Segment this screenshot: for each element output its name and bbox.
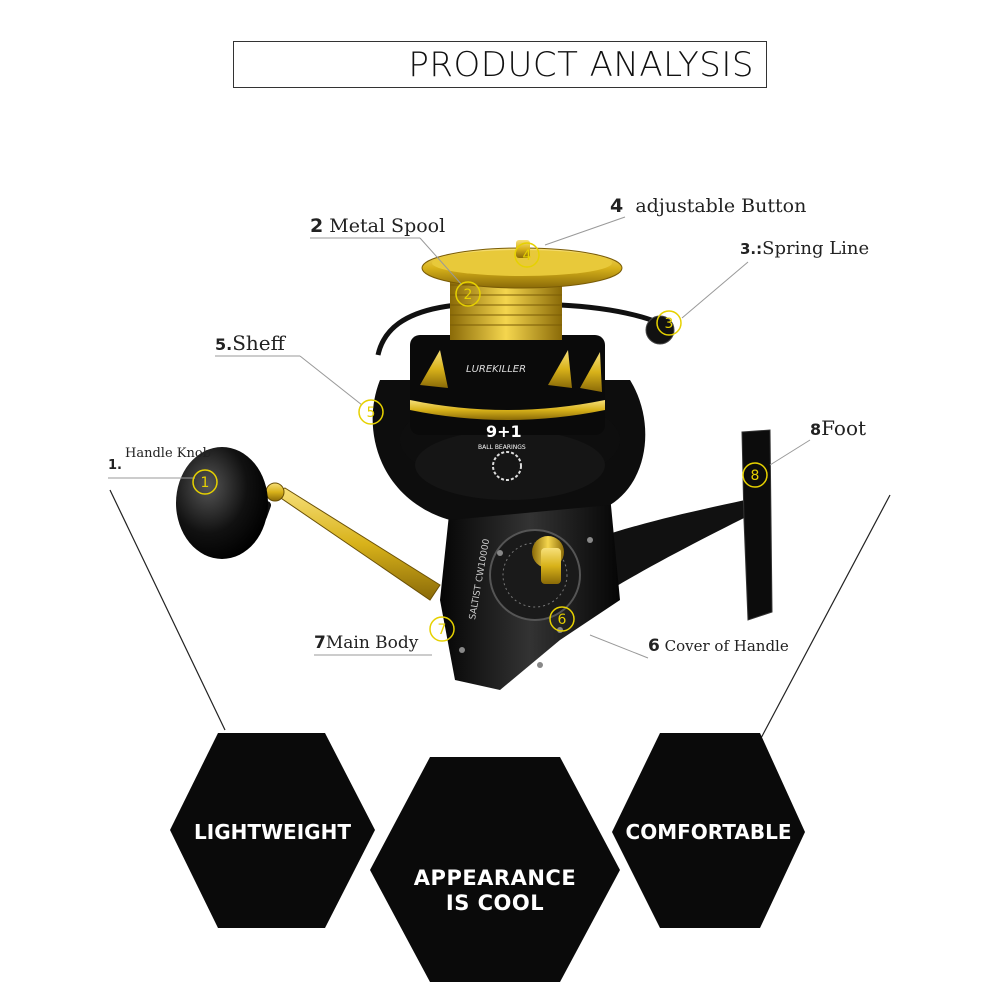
callout-metal-spool-text: Metal Spool bbox=[329, 215, 446, 237]
callout-sheff: 5.Sheff bbox=[215, 331, 285, 355]
marker-4-label: 4 bbox=[523, 248, 532, 264]
callout-adjustable-button-num: 4 bbox=[610, 195, 624, 217]
callout-cover-of-handle-num: 6 bbox=[648, 636, 660, 656]
reel-main-body bbox=[440, 495, 620, 690]
reel-handle bbox=[176, 447, 441, 601]
marker-5-label: 5 bbox=[367, 405, 376, 421]
marker-2 bbox=[455, 281, 481, 307]
callout-handle-knob-text: Handle Knob bbox=[125, 446, 211, 461]
feature-hexagons bbox=[170, 733, 805, 982]
callout-adjustable-button: 4 adjustable Button bbox=[610, 195, 806, 217]
feature-comfortable: COMFORTABLE bbox=[612, 820, 805, 844]
reel-brand: LUREKILLER bbox=[466, 364, 526, 375]
marker-7 bbox=[429, 616, 455, 642]
callout-metal-spool: 2 Metal Spool bbox=[310, 215, 445, 237]
callout-cover-of-handle-text: Cover of Handle bbox=[664, 637, 789, 655]
callout-sheff-text: Sheff bbox=[232, 331, 285, 355]
callout-adjustable-button-text: adjustable Button bbox=[635, 195, 807, 217]
marker-3-label: 3 bbox=[665, 316, 674, 332]
hex-lightweight bbox=[170, 733, 375, 928]
callout-foot-text: Foot bbox=[821, 416, 867, 440]
page-title: PRODUCT ANALYSIS bbox=[408, 44, 754, 85]
marker-1 bbox=[192, 469, 218, 495]
callout-main-body: 7Main Body bbox=[314, 633, 418, 653]
callout-handle-knob-num: 1. bbox=[108, 458, 122, 473]
feature-lightweight: LIGHTWEIGHT bbox=[170, 820, 375, 844]
callout-main-body-num: 7 bbox=[314, 633, 326, 653]
feature-appearance: APPEARANCE IS COOL bbox=[370, 866, 620, 916]
reel-gear-emblem bbox=[492, 451, 522, 481]
callout-foot-num: 8 bbox=[810, 420, 822, 439]
feature-comfortable-text: COMFORTABLE bbox=[625, 820, 792, 844]
feature-appearance-line1: APPEARANCE bbox=[413, 866, 577, 890]
marker-5 bbox=[358, 399, 384, 425]
marker-6-label: 6 bbox=[558, 612, 567, 628]
marker-6 bbox=[549, 606, 575, 632]
reel-bearings: 9+1 bbox=[486, 422, 522, 441]
background-lines bbox=[109, 489, 891, 741]
markers bbox=[192, 242, 768, 642]
callout-sheff-num: 5. bbox=[215, 335, 233, 354]
callout-lines bbox=[108, 216, 811, 659]
hex-appearance bbox=[370, 757, 620, 982]
callout-main-body-text: Main Body bbox=[325, 633, 419, 653]
callout-foot: 8Foot bbox=[810, 416, 866, 440]
reel-foot bbox=[590, 429, 773, 621]
callout-spring-line: 3.:Spring Line bbox=[740, 238, 869, 259]
reel-bearings-small: BALL BEARINGS bbox=[478, 444, 526, 451]
marker-8-label: 8 bbox=[751, 468, 760, 484]
feature-lightweight-text: LIGHTWEIGHT bbox=[194, 820, 351, 844]
marker-1-label: 1 bbox=[201, 475, 210, 491]
title-box: PRODUCT ANALYSIS bbox=[233, 41, 767, 88]
hex-comfortable bbox=[612, 733, 805, 928]
marker-4 bbox=[514, 242, 540, 268]
marker-3 bbox=[656, 310, 682, 336]
feature-appearance-line2: IS COOL bbox=[445, 891, 545, 915]
handle-knob bbox=[176, 447, 268, 559]
reel-spool bbox=[410, 240, 623, 435]
callout-spring-line-text: Spring Line bbox=[762, 238, 870, 259]
marker-2-label: 2 bbox=[464, 287, 473, 303]
marker-7-label: 7 bbox=[438, 622, 447, 638]
callout-spring-line-num: 3.: bbox=[740, 240, 763, 258]
callout-metal-spool-num: 2 bbox=[310, 215, 324, 237]
marker-8 bbox=[742, 462, 768, 488]
callout-cover-of-handle: 6 Cover of Handle bbox=[648, 636, 789, 656]
